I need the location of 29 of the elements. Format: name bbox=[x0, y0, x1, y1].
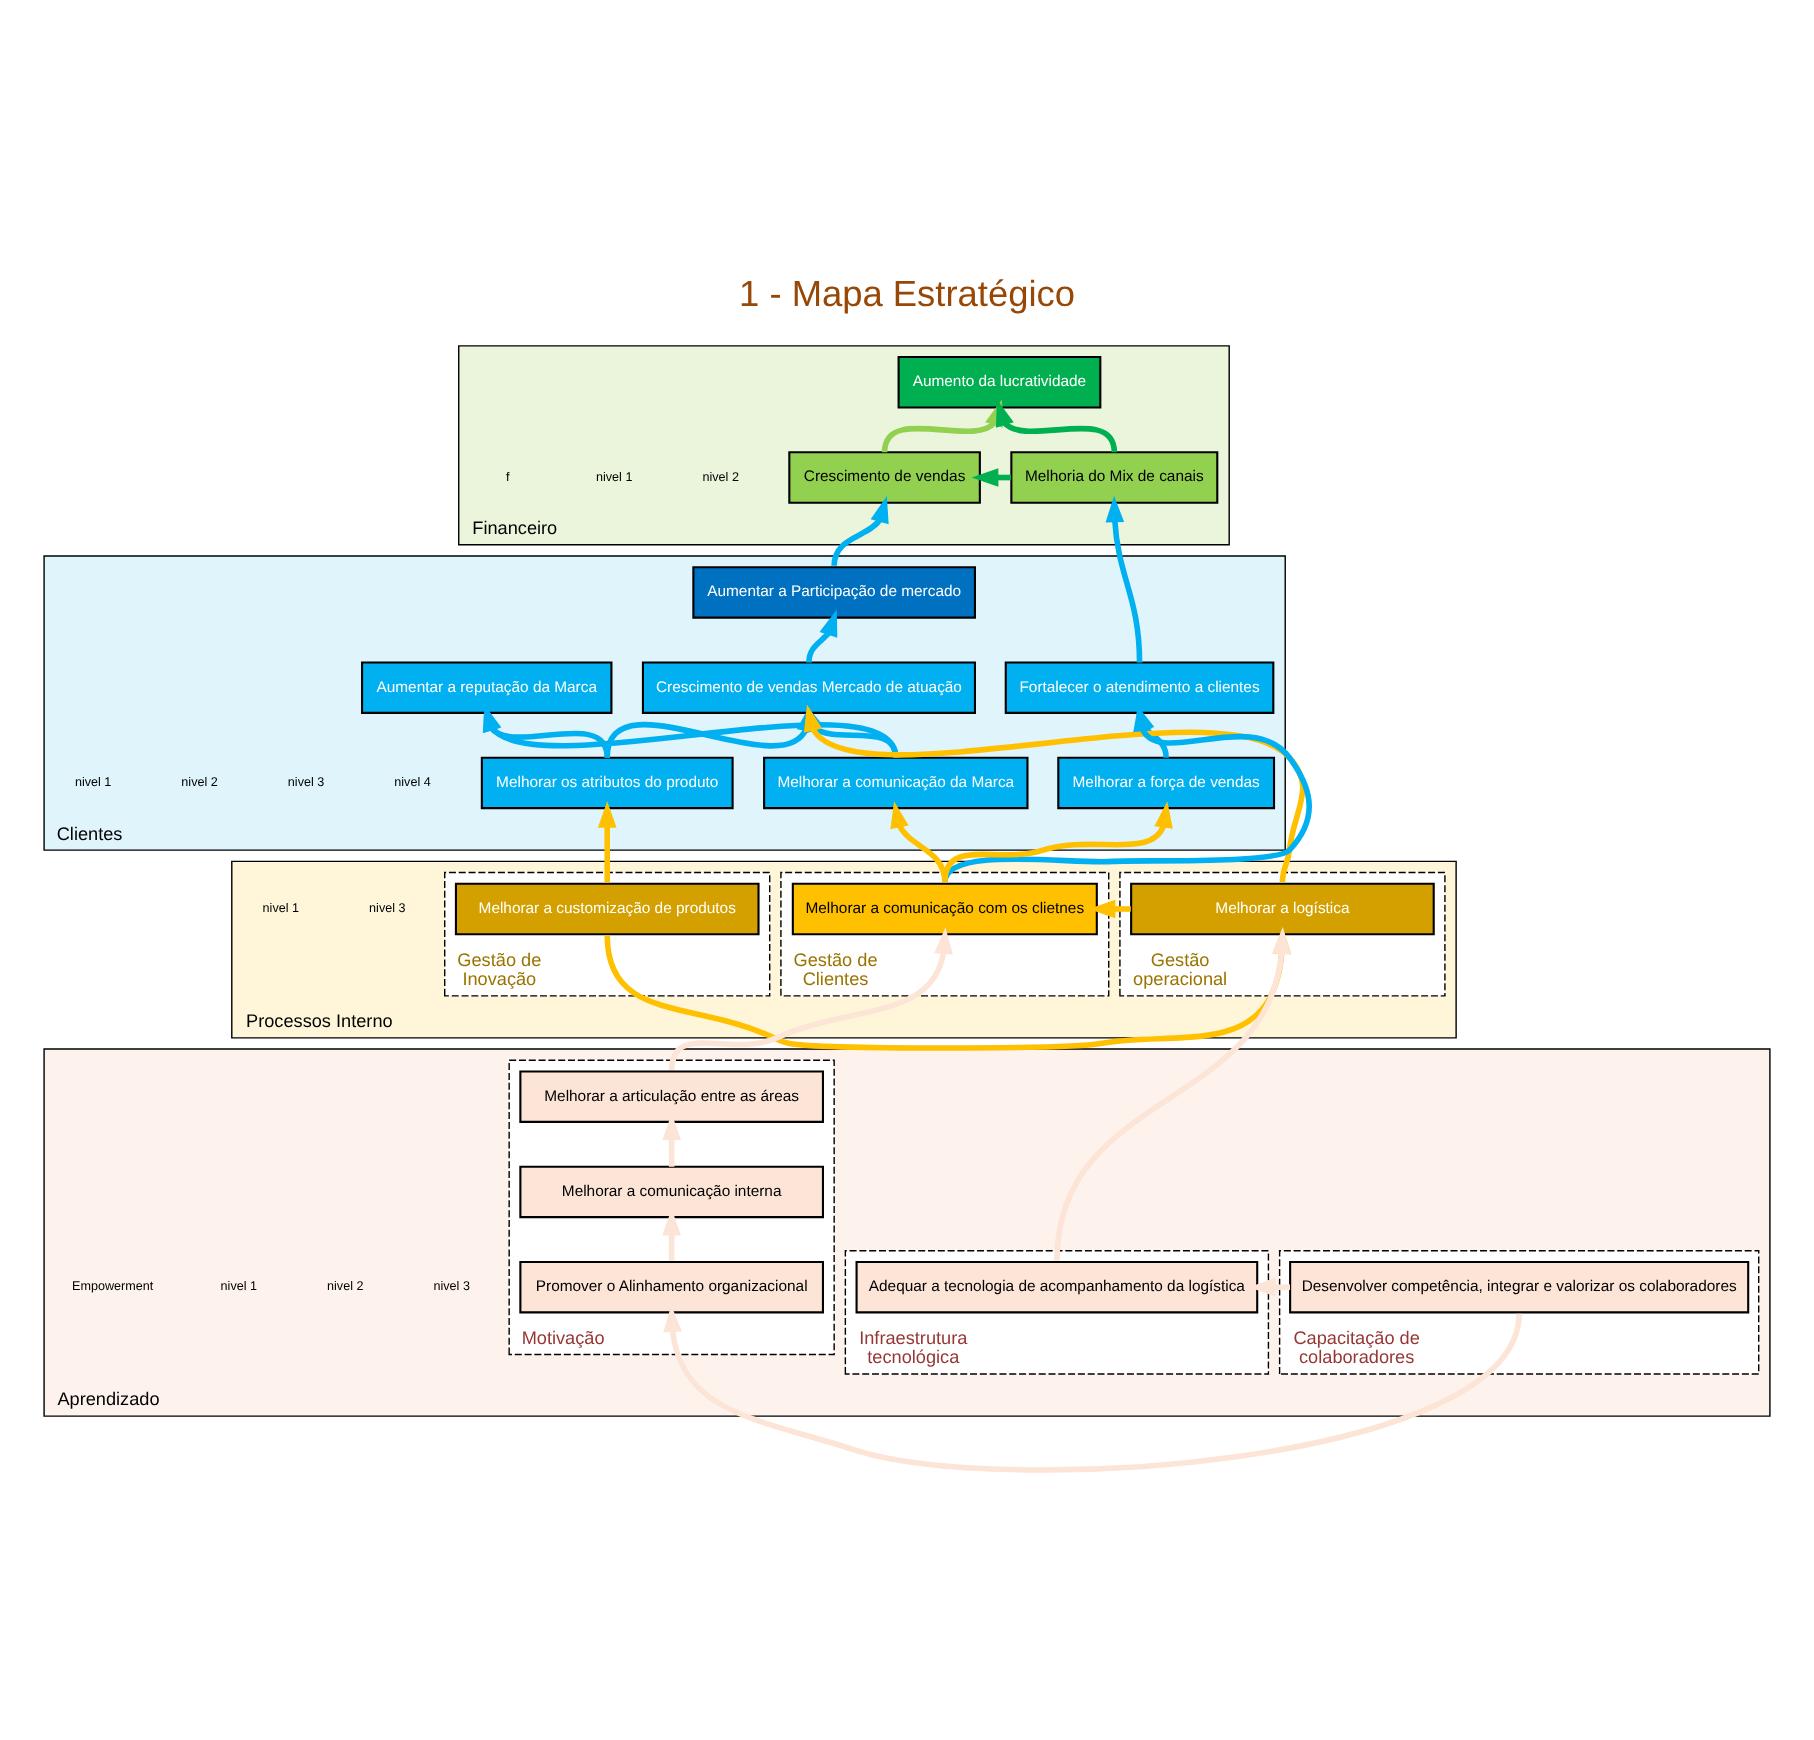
node-box: Melhorar a comunicação interna bbox=[519, 1164, 824, 1218]
arrow bbox=[995, 398, 1118, 452]
node-box: Melhorar a comunicação da Marca bbox=[763, 755, 1029, 809]
node-box: Fortalecer o atendimento a clientes bbox=[1004, 660, 1275, 713]
arrow bbox=[604, 926, 1292, 1050]
node-box: Desenvolver competência, integrar e valorizar os colaboradores bbox=[1289, 1259, 1750, 1313]
node-box: Aumentar a Participação de mercado bbox=[692, 565, 976, 618]
arrow bbox=[806, 608, 838, 662]
node-box: Crescimento de vendas Mercado de atuação bbox=[641, 660, 976, 713]
node-box: Aumentar a reputação da Marca bbox=[361, 660, 613, 713]
arrow bbox=[890, 800, 948, 882]
node-box: Aumento da lucratividade bbox=[897, 355, 1102, 408]
arrow bbox=[831, 495, 889, 566]
arrow bbox=[942, 800, 1173, 882]
node-box: Melhorar os atributos do produto bbox=[480, 755, 734, 809]
arrow bbox=[1054, 926, 1292, 1260]
arrow bbox=[597, 800, 617, 882]
arrow bbox=[1105, 494, 1143, 662]
node-box: Melhorar a comunicação com os clietnes bbox=[791, 881, 1098, 935]
node-box: Melhorar a logística bbox=[1130, 881, 1435, 935]
node-box: Melhorar a customização de produtos bbox=[454, 881, 760, 935]
node-box: Promover o Alinhamento organizacional bbox=[519, 1259, 824, 1313]
node-box: Melhorar a articulação entre as áreas bbox=[519, 1069, 824, 1122]
arrow bbox=[668, 926, 953, 1070]
node-box: Crescimento de vendas bbox=[788, 450, 981, 503]
node-box: Melhoria do Mix de canais bbox=[1010, 450, 1219, 503]
node-box: Melhorar a força de vendas bbox=[1057, 755, 1276, 809]
diagram-title: 1 - Mapa Estratégico bbox=[739, 273, 1075, 314]
node-box: Adequar a tecnologia de acompanhamento da logística bbox=[855, 1259, 1259, 1313]
